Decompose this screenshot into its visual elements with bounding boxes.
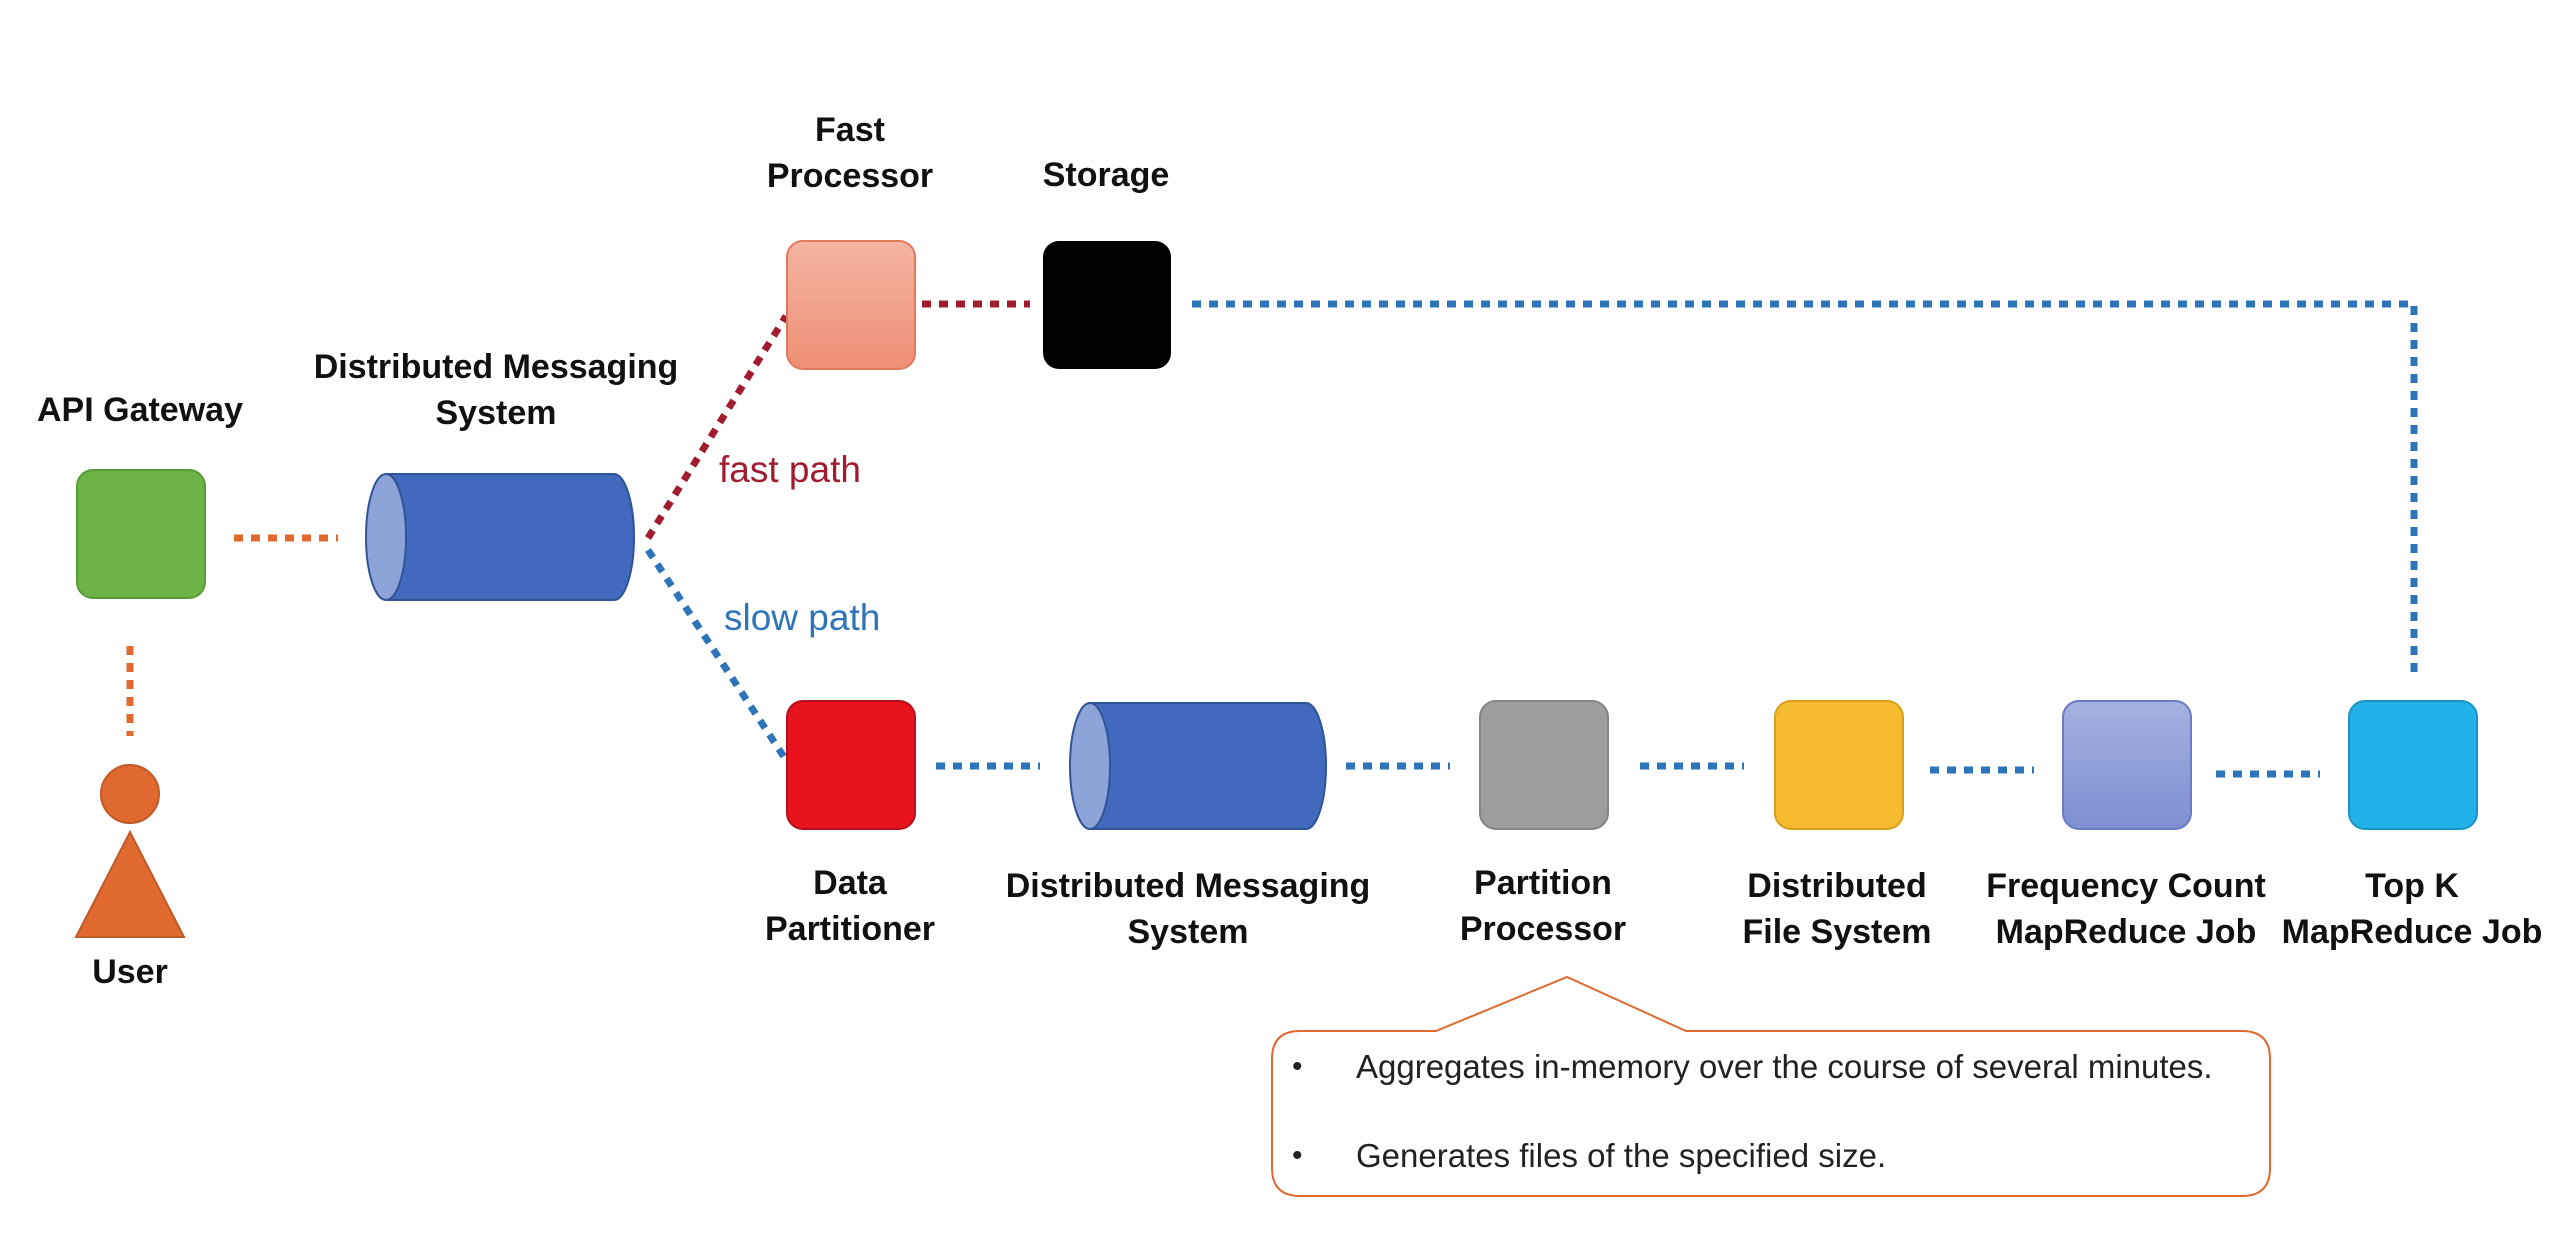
user-label: User — [92, 953, 168, 991]
queue-top-icon — [365, 473, 635, 601]
storage-label: Storage — [1042, 156, 1170, 194]
fast-processor-label: Fast Processor — [766, 111, 934, 195]
callout-item-2: Generates files of the specified size. — [1356, 1137, 1887, 1174]
queue-bottom-icon — [1069, 702, 1327, 830]
user-icon — [74, 764, 186, 938]
storage-to-top-k-connector — [1192, 300, 2418, 680]
callout-item-1: Aggregates in-memory over the course of … — [1356, 1048, 2213, 1085]
queue-bottom-label: Distributed Messaging System — [1005, 867, 1371, 951]
storage-box — [1043, 241, 1171, 369]
freq-count-label: Frequency Count MapReduce Job — [1986, 867, 2266, 951]
fast-processor-box — [786, 240, 916, 370]
freq-count-box — [2062, 700, 2192, 830]
top-k-label: Top K MapReduce Job — [2281, 867, 2543, 951]
slow-path-connector — [645, 548, 789, 762]
partition-processor-box — [1479, 700, 1609, 830]
data-partitioner-label: Data Partitioner — [764, 864, 936, 948]
partition-processor-label: Partition Processor — [1459, 864, 1627, 948]
callout-bubble — [1271, 975, 2271, 1197]
api-gateway-label: API Gateway — [37, 391, 243, 429]
callout-bullet-1: • — [1292, 1050, 1303, 1083]
top-k-box — [2348, 700, 2478, 830]
slow-path-label: slow path — [724, 597, 881, 638]
dfs-label: Distributed File System — [1742, 867, 1932, 951]
dfs-box — [1774, 700, 1904, 830]
api-gateway-box — [76, 469, 206, 599]
queue-top-label: Distributed Messaging System — [313, 348, 679, 432]
fast-path-label: fast path — [719, 449, 861, 490]
callout-bullet-2: • — [1292, 1139, 1303, 1172]
data-partitioner-box — [786, 700, 916, 830]
